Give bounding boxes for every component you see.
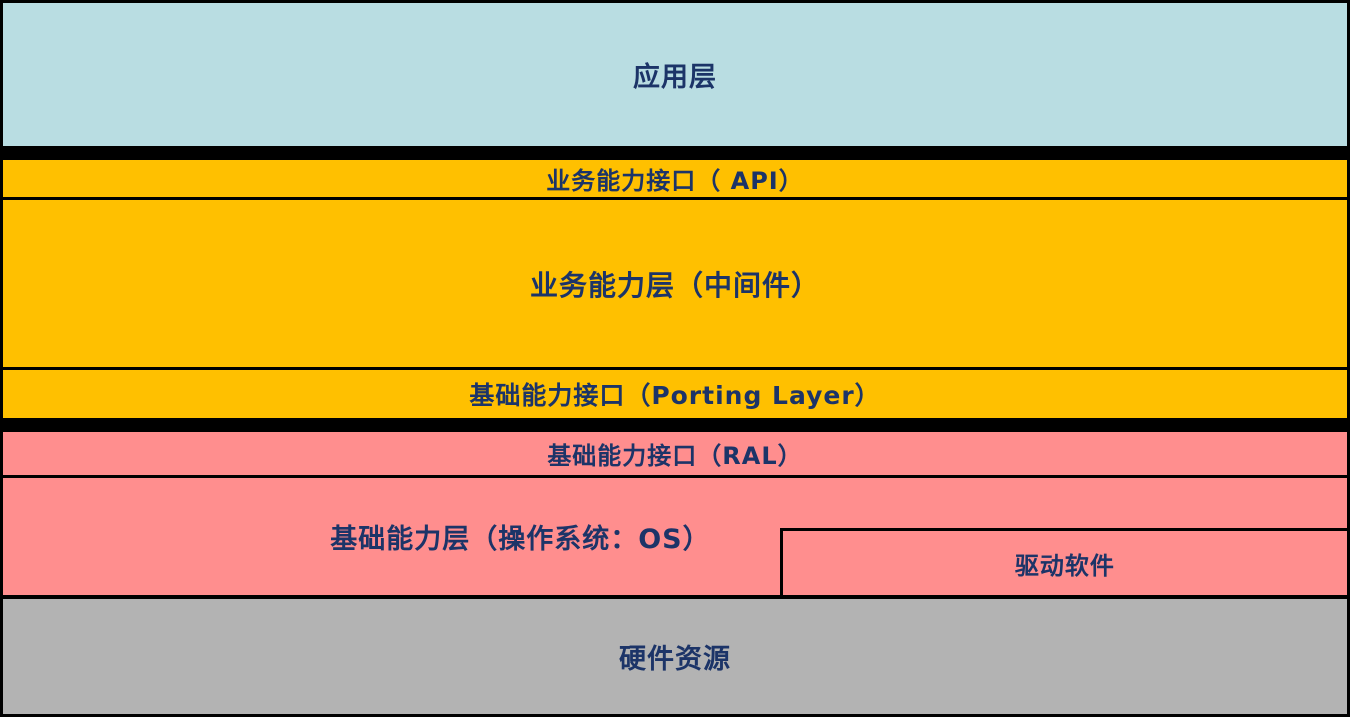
application-layer-label: 应用层	[633, 62, 717, 93]
os-label-container: 基础能力层（操作系统：OS）	[3, 478, 1038, 595]
separator-application-business	[3, 146, 1347, 160]
separator-business-basic	[3, 418, 1347, 432]
layer-porting-interface: 基础能力接口（Porting Layer）	[3, 370, 1347, 418]
ral-interface-label: 基础能力接口（RAL）	[547, 442, 803, 470]
layer-os: 基础能力层（操作系统：OS） 驱动软件	[3, 478, 1347, 595]
layer-hardware: 硬件资源	[3, 599, 1347, 714]
api-interface-label: 业务能力接口（ API）	[546, 167, 804, 195]
layer-api-interface: 业务能力接口（ API）	[3, 160, 1347, 200]
layer-middleware: 业务能力层（中间件）	[3, 200, 1347, 370]
driver-software-label: 驱动软件	[1014, 551, 1115, 580]
layer-ral-interface: 基础能力接口（RAL）	[3, 432, 1347, 478]
os-layer-label: 基础能力层（操作系统：OS）	[330, 524, 711, 555]
porting-interface-label: 基础能力接口（Porting Layer）	[469, 381, 881, 410]
separator-basic-hardware	[3, 595, 1347, 599]
layer-application: 应用层	[3, 3, 1347, 146]
driver-software-box: 驱动软件	[779, 528, 1347, 595]
middleware-layer-label: 业务能力层（中间件）	[529, 268, 820, 302]
hardware-layer-label: 硬件资源	[619, 644, 731, 675]
